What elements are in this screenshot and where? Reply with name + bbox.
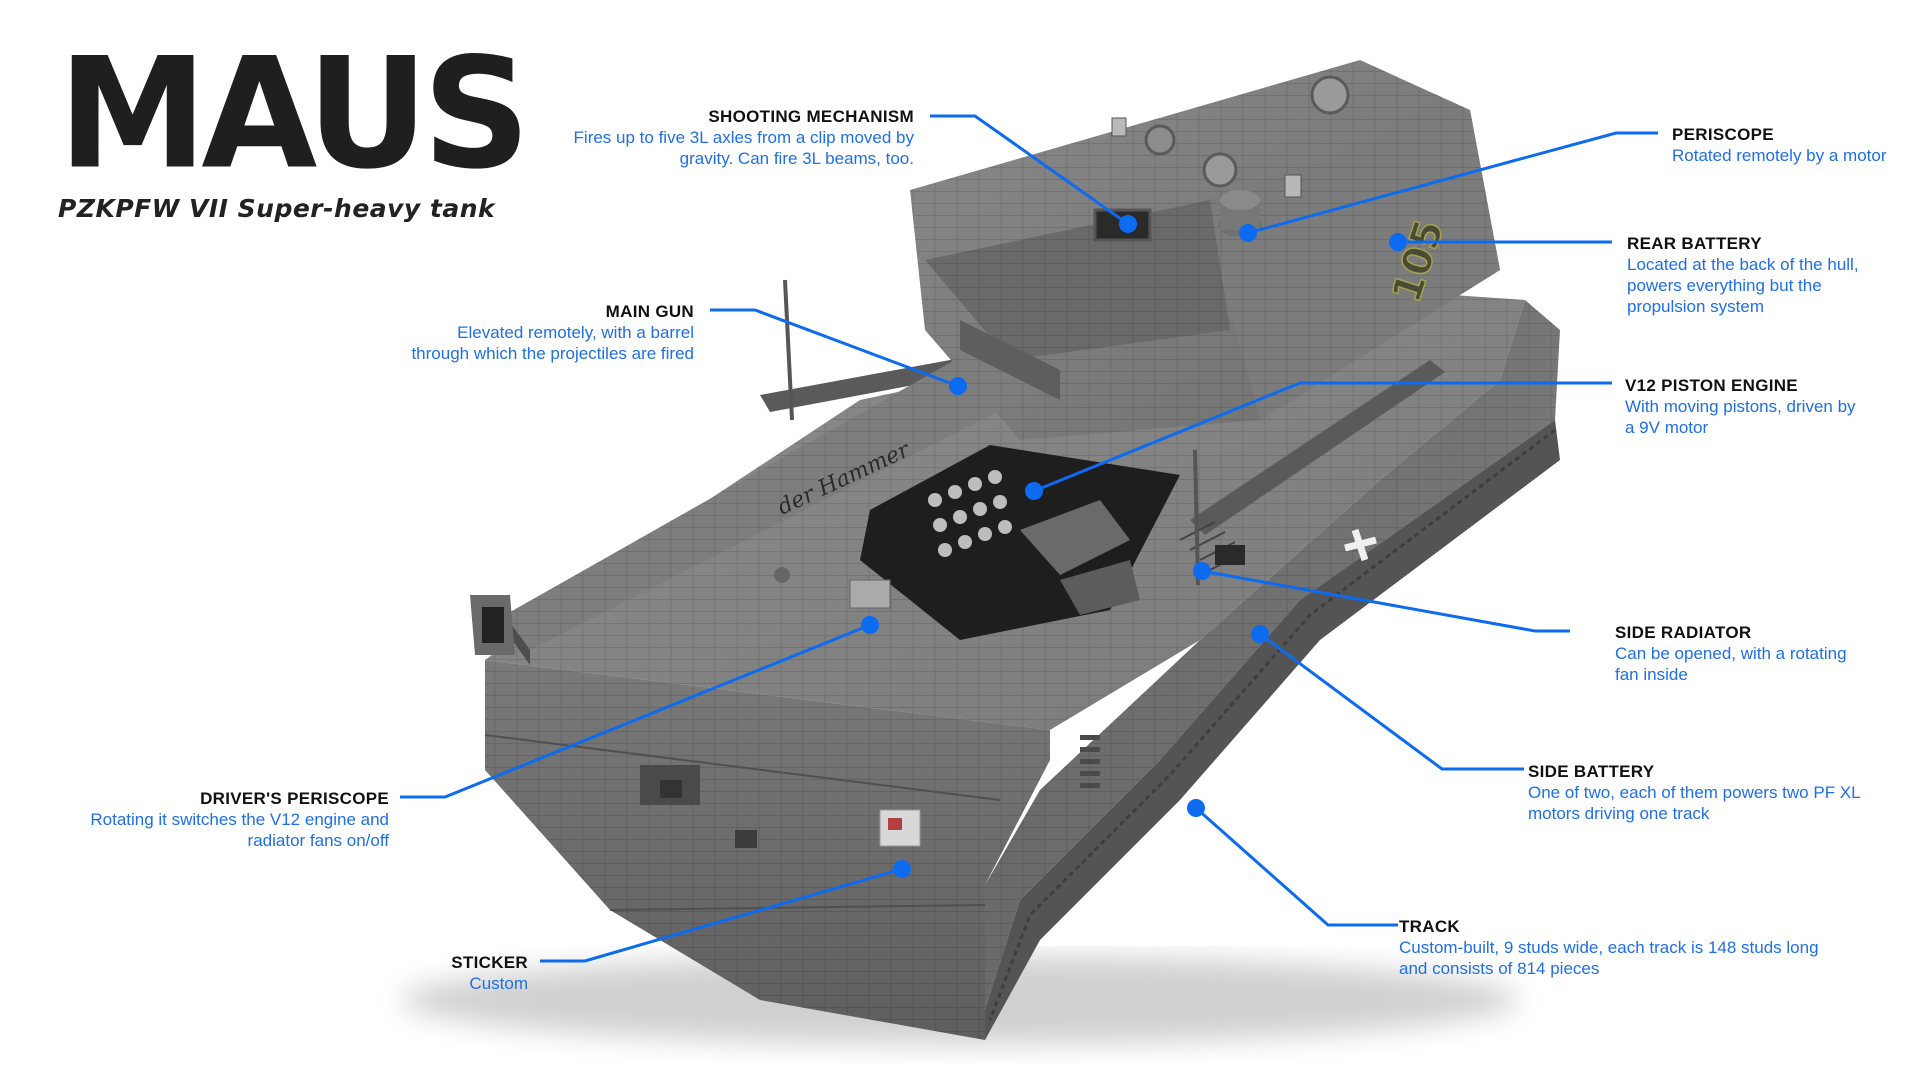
leader-sticker <box>540 867 903 963</box>
callout-desc: powers everything but the <box>1627 276 1822 295</box>
callout-main-gun: MAIN GUN Elevated remotely, with a barre… <box>411 301 694 364</box>
leader-track <box>1195 806 1398 927</box>
callout-desc: radiator fans on/off <box>247 831 389 850</box>
callout-desc: fan inside <box>1615 665 1688 684</box>
callout-rear-battery: REAR BATTERY Located at the back of the … <box>1627 233 1859 317</box>
callout-desc: Rotating it switches the V12 engine and <box>90 810 389 829</box>
callout-drivers-periscope: DRIVER'S PERISCOPE Rotating it switches … <box>90 788 389 851</box>
leader-main-gun <box>710 308 959 388</box>
callout-desc: Can be opened, with a rotating <box>1615 644 1847 663</box>
callout-desc: Fires up to five 3L axles from a clip mo… <box>573 128 914 147</box>
callout-desc: and consists of 814 pieces <box>1399 959 1600 978</box>
callout-title: SIDE RADIATOR <box>1615 623 1752 642</box>
leader-v12-engine <box>1033 381 1612 493</box>
callout-desc: a 9V motor <box>1625 418 1709 437</box>
callout-title: V12 PISTON ENGINE <box>1625 376 1798 395</box>
callout-title: REAR BATTERY <box>1627 234 1762 253</box>
hull-side <box>985 300 1560 1040</box>
callout-desc: through which the projectiles are fired <box>411 344 694 363</box>
callout-title: SHOOTING MECHANISM <box>708 107 914 126</box>
logo-subtitle: PZKPFW VII Super-heavy tank <box>58 194 496 223</box>
callout-title: TRACK <box>1399 917 1460 936</box>
callout-title: SIDE BATTERY <box>1528 762 1655 781</box>
callout-title: DRIVER'S PERISCOPE <box>200 789 389 808</box>
leader-shooting-mechanism <box>930 114 1129 226</box>
callout-desc: motors driving one track <box>1528 804 1710 823</box>
callout-desc: One of two, each of them powers two PF X… <box>1528 783 1861 802</box>
callout-desc: With moving pistons, driven by <box>1625 397 1856 416</box>
leader-side-radiator <box>1201 569 1570 633</box>
callout-desc: Located at the back of the hull, <box>1627 255 1859 274</box>
leader-periscope <box>1247 131 1658 235</box>
callout-title: PERISCOPE <box>1672 125 1774 144</box>
hull-front <box>484 660 1100 1040</box>
callout-title: MAIN GUN <box>605 302 694 321</box>
turret: 105 <box>910 60 1500 562</box>
callout-periscope: PERISCOPE Rotated remotely by a motor <box>1672 124 1886 166</box>
callout-desc: Custom <box>469 974 528 993</box>
logo-title: MAUS <box>58 25 531 204</box>
logo: MAUS PZKPFW VII Super-heavy tank <box>58 25 531 223</box>
callout-shooting-mechanism: SHOOTING MECHANISM Fires up to five 3L a… <box>574 106 914 169</box>
track <box>985 420 1560 1040</box>
callout-v12-engine: V12 PISTON ENGINE With moving pistons, d… <box>1625 375 1856 438</box>
leader-side-battery <box>1259 632 1524 771</box>
leader-lines <box>400 114 1658 963</box>
callout-side-radiator: SIDE RADIATOR Can be opened, with a rota… <box>1615 622 1847 685</box>
callout-title: STICKER <box>451 953 528 972</box>
callout-sticker: STICKER Custom <box>451 952 528 994</box>
callout-side-battery: SIDE BATTERY One of two, each of them po… <box>1528 761 1861 824</box>
leader-dots <box>861 215 1407 878</box>
callout-desc: Custom-built, 9 studs wide, each track i… <box>1399 938 1819 957</box>
callout-desc: propulsion system <box>1627 297 1765 316</box>
leader-drivers-periscope <box>400 623 871 799</box>
callout-desc: gravity. Can fire 3L beams, too. <box>679 149 914 168</box>
callout-track: TRACK Custom-built, 9 studs wide, each t… <box>1399 916 1819 979</box>
callout-desc: Rotated remotely by a motor <box>1672 146 1887 165</box>
callout-desc: Elevated remotely, with a barrel <box>457 323 694 342</box>
main-gun: der Hammer <box>470 320 1060 665</box>
